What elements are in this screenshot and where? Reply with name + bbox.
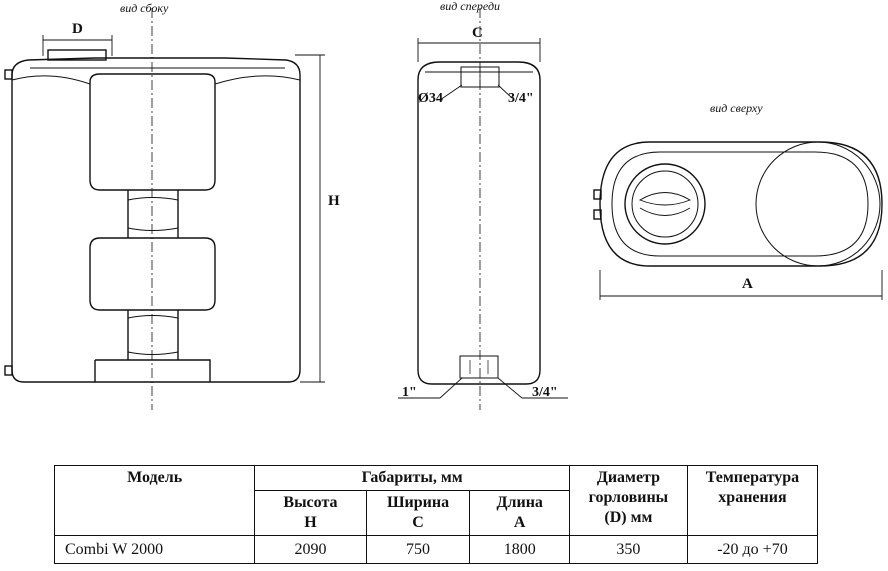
side-waist-lower-ribs [127, 315, 179, 355]
side-base [94, 359, 211, 382]
side-view-caption: вид сбоку [120, 1, 169, 15]
side-body-outline [11, 57, 301, 383]
cell-length: 1800 [469, 535, 570, 564]
side-fitting-bottom [4, 365, 13, 376]
side-waist-upper-ribs [127, 197, 179, 231]
label-d: D [72, 21, 83, 37]
leader-thread-bottom-right [497, 377, 523, 399]
header-width: Ширина C [365, 490, 471, 536]
header-length: Длина A [469, 490, 570, 536]
side-fitting-top [4, 69, 13, 80]
label-thread-bottom-left: 1" [402, 385, 417, 400]
table-header-row-2: Высота H Ширина C Длина A [55, 490, 818, 536]
top-fitting-1 [593, 189, 602, 200]
spec-table: Модель Габариты, мм Диаметр горловины (D… [53, 465, 819, 564]
header-height: Высота H [254, 490, 367, 536]
label-a: A [742, 276, 753, 292]
leader-thread-top [497, 84, 513, 99]
header-dimensions: Габариты, мм [254, 465, 570, 491]
technical-drawing: вид сбоку вид спереди вид сверху D H C A… [4, 0, 883, 410]
leader-neck-dia [439, 84, 463, 101]
side-lower-cylinder [89, 237, 216, 311]
cell-height: 2090 [254, 535, 367, 564]
top-fitting-2 [593, 209, 602, 220]
side-neck [47, 49, 107, 61]
side-upper-cylinder [89, 73, 216, 191]
header-diameter: Диаметр горловины (D) мм [568, 465, 688, 536]
top-view-caption: вид сверху [710, 101, 763, 115]
side-waist-lower [127, 310, 179, 360]
top-inner-capsule [611, 151, 869, 257]
side-waist-upper [127, 190, 179, 238]
top-outer-capsule [599, 141, 883, 267]
top-neck-inner [631, 170, 699, 238]
cell-temperature: -20 до +70 [686, 535, 819, 564]
top-right-circle [755, 141, 881, 267]
drawing-svg: вид сбоку вид спереди вид сверху D H C A… [4, 0, 883, 410]
cell-width: 750 [365, 535, 471, 564]
label-thread-bottom-right: 3/4" [532, 385, 558, 400]
cell-model: Combi W 2000 [53, 535, 256, 564]
label-c: C [472, 25, 483, 41]
cell-diameter: 350 [568, 535, 688, 564]
top-view [593, 141, 883, 300]
header-temperature: Температура хранения [686, 465, 819, 536]
side-shoulders [11, 75, 301, 85]
header-model: Модель [53, 465, 256, 536]
front-body-outline [417, 61, 541, 385]
top-lid-detail [638, 192, 692, 206]
table-row: Combi W 2000 2090 750 1800 350 -20 до +7… [53, 535, 819, 564]
label-neck-dia: Ø34 [418, 91, 443, 106]
top-neck-outer [624, 163, 706, 245]
label-thread-top: 3/4" [508, 91, 534, 106]
front-bottom-fitting-block [459, 355, 499, 379]
front-view-caption: вид спереди [440, 0, 500, 13]
front-view [398, 8, 568, 410]
leader-thread-bottom-left [439, 377, 463, 399]
table-header-row-1: Модель Габариты, мм Диаметр горловины (D… [53, 465, 819, 536]
label-h: H [328, 193, 340, 209]
side-view [4, 8, 325, 410]
